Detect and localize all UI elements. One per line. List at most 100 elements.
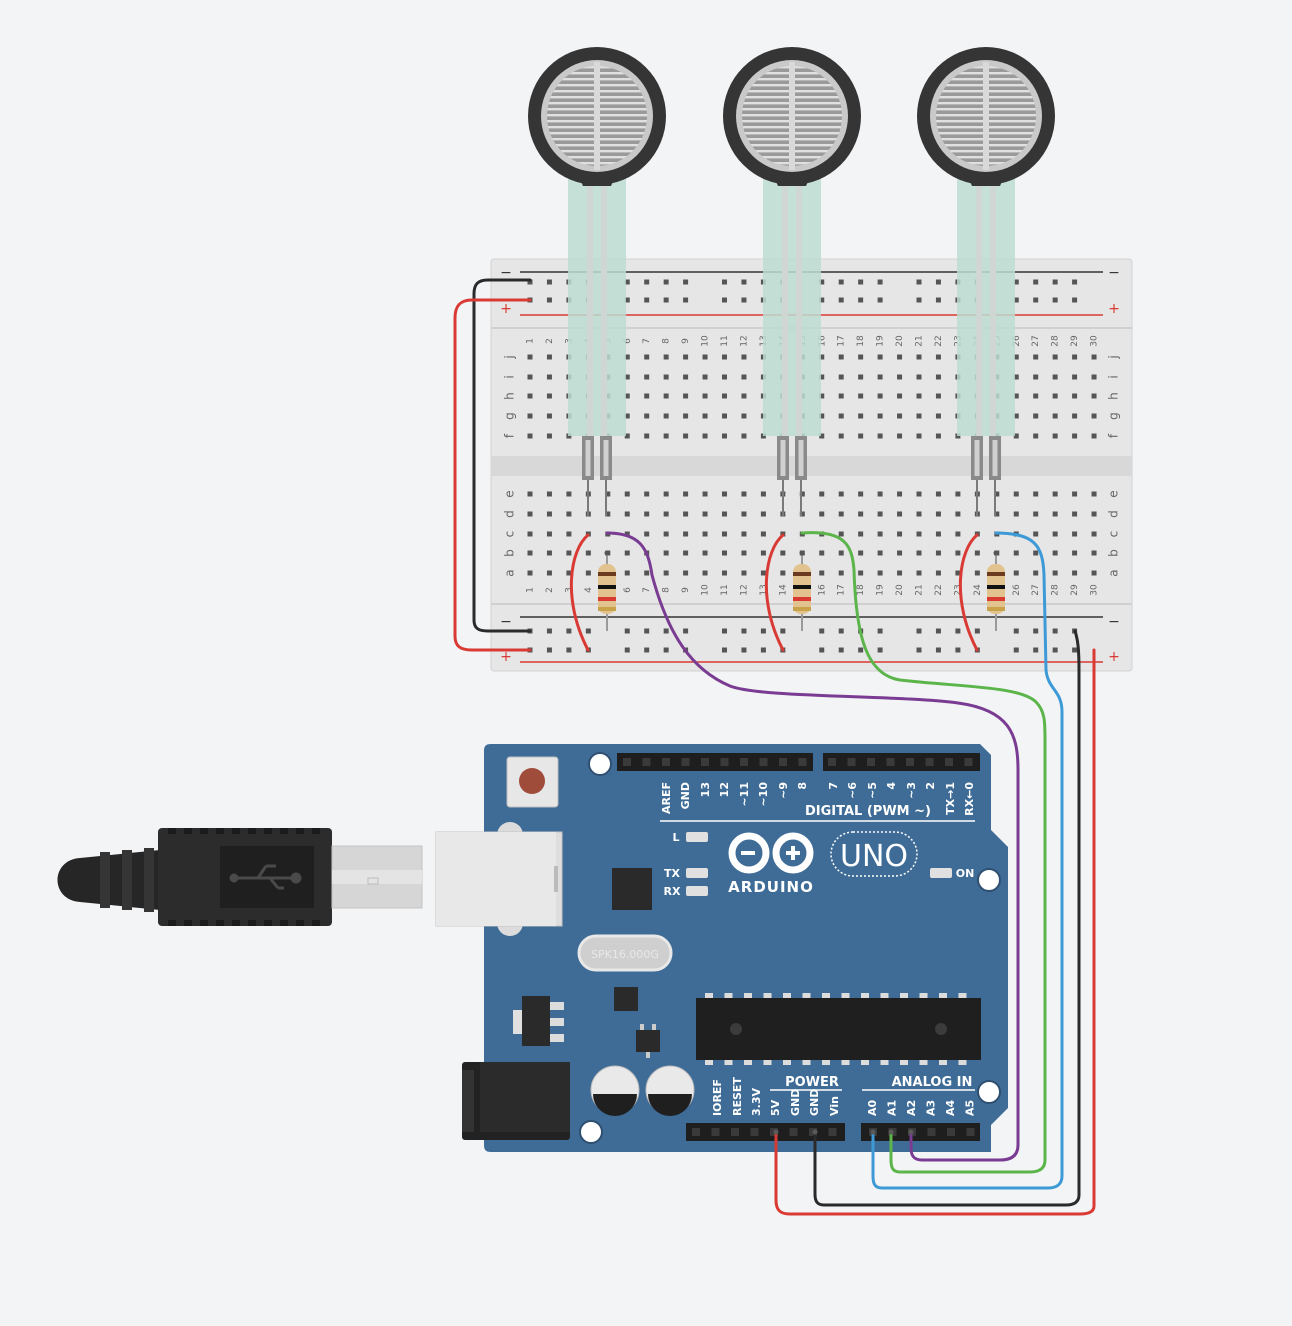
terminal-hole[interactable] <box>1013 433 1019 439</box>
header-socket[interactable] <box>750 1128 759 1136</box>
terminal-hole[interactable] <box>663 393 669 399</box>
terminal-hole[interactable] <box>624 433 630 439</box>
terminal-hole[interactable] <box>858 570 864 576</box>
terminal-hole[interactable] <box>1052 491 1058 497</box>
terminal-hole[interactable] <box>916 413 922 419</box>
rail-hole[interactable] <box>624 647 630 653</box>
terminal-hole[interactable] <box>955 491 961 497</box>
terminal-hole[interactable] <box>702 491 708 497</box>
header-socket[interactable] <box>927 1128 936 1136</box>
header-socket[interactable] <box>711 1128 720 1136</box>
terminal-hole[interactable] <box>741 531 747 537</box>
terminal-hole[interactable] <box>916 354 922 360</box>
terminal-hole[interactable] <box>663 491 669 497</box>
rail-hole[interactable] <box>1033 628 1039 634</box>
terminal-hole[interactable] <box>858 511 864 517</box>
terminal-hole[interactable] <box>819 354 825 360</box>
rail-hole[interactable] <box>663 647 669 653</box>
rail-hole[interactable] <box>1072 297 1078 303</box>
rail-hole[interactable] <box>760 628 766 634</box>
terminal-hole[interactable] <box>683 354 689 360</box>
rail-hole[interactable] <box>1072 647 1078 653</box>
rail-hole[interactable] <box>1013 647 1019 653</box>
terminal-hole[interactable] <box>566 570 572 576</box>
terminal-hole[interactable] <box>916 570 922 576</box>
rail-hole[interactable] <box>877 297 883 303</box>
terminal-hole[interactable] <box>877 531 883 537</box>
rail-hole[interactable] <box>624 628 630 634</box>
terminal-hole[interactable] <box>838 570 844 576</box>
terminal-hole[interactable] <box>644 491 650 497</box>
terminal-hole[interactable] <box>1033 413 1039 419</box>
terminal-hole[interactable] <box>1013 393 1019 399</box>
terminal-hole[interactable] <box>702 570 708 576</box>
terminal-hole[interactable] <box>935 531 941 537</box>
header-socket[interactable] <box>731 1128 739 1136</box>
terminal-hole[interactable] <box>1052 413 1058 419</box>
terminal-hole[interactable] <box>546 570 552 576</box>
rail-hole[interactable] <box>916 628 922 634</box>
terminal-hole[interactable] <box>838 511 844 517</box>
rail-hole[interactable] <box>566 628 572 634</box>
header-socket[interactable] <box>779 758 787 766</box>
terminal-hole[interactable] <box>644 393 650 399</box>
terminal-hole[interactable] <box>1091 393 1097 399</box>
terminal-hole[interactable] <box>527 433 533 439</box>
terminal-hole[interactable] <box>935 491 941 497</box>
terminal-hole[interactable] <box>1052 531 1058 537</box>
terminal-hole[interactable] <box>1072 413 1078 419</box>
terminal-hole[interactable] <box>819 374 825 380</box>
rail-hole[interactable] <box>683 628 689 634</box>
analog-header[interactable] <box>861 1123 980 1141</box>
header-socket[interactable] <box>828 1128 837 1136</box>
wire-black-rail-jumper[interactable] <box>472 278 532 633</box>
terminal-hole[interactable] <box>838 413 844 419</box>
terminal-hole[interactable] <box>897 374 903 380</box>
terminal-hole[interactable] <box>838 393 844 399</box>
rail-hole[interactable] <box>955 628 961 634</box>
terminal-hole[interactable] <box>819 393 825 399</box>
header-socket[interactable] <box>759 758 768 766</box>
rail-hole[interactable] <box>838 279 844 285</box>
rail-hole[interactable] <box>683 279 689 285</box>
digital-header[interactable] <box>617 753 980 771</box>
terminal-hole[interactable] <box>683 413 689 419</box>
terminal-hole[interactable] <box>1072 491 1078 497</box>
rail-hole[interactable] <box>1033 279 1039 285</box>
terminal-hole[interactable] <box>527 550 533 556</box>
terminal-hole[interactable] <box>935 354 941 360</box>
terminal-hole[interactable] <box>877 374 883 380</box>
rail-hole[interactable] <box>935 297 941 303</box>
terminal-hole[interactable] <box>644 374 650 380</box>
terminal-hole[interactable] <box>916 393 922 399</box>
terminal-hole[interactable] <box>897 433 903 439</box>
terminal-hole[interactable] <box>916 433 922 439</box>
terminal-hole[interactable] <box>916 511 922 517</box>
terminal-hole[interactable] <box>819 413 825 419</box>
rail-hole[interactable] <box>644 297 650 303</box>
rail-hole[interactable] <box>819 647 825 653</box>
power-header[interactable] <box>686 1123 845 1141</box>
rail-hole[interactable] <box>624 279 630 285</box>
terminal-hole[interactable] <box>760 550 766 556</box>
rail-hole[interactable] <box>722 279 727 285</box>
terminal-hole[interactable] <box>877 511 883 517</box>
force-sensitive-resistor[interactable] <box>723 47 861 516</box>
rail-hole[interactable] <box>858 297 864 303</box>
terminal-hole[interactable] <box>566 550 572 556</box>
header-socket[interactable] <box>720 758 729 766</box>
terminal-hole[interactable] <box>663 413 669 419</box>
terminal-hole[interactable] <box>858 531 864 537</box>
terminal-hole[interactable] <box>819 511 825 517</box>
terminal-hole[interactable] <box>1072 570 1078 576</box>
rail-hole[interactable] <box>877 647 883 653</box>
terminal-hole[interactable] <box>838 374 844 380</box>
terminal-hole[interactable] <box>605 511 611 517</box>
terminal-hole[interactable] <box>1033 433 1039 439</box>
terminal-hole[interactable] <box>1052 354 1058 360</box>
terminal-hole[interactable] <box>935 433 941 439</box>
rail-hole[interactable] <box>877 628 883 634</box>
terminal-hole[interactable] <box>1013 354 1019 360</box>
terminal-hole[interactable] <box>702 433 708 439</box>
wire-red-sensor1-power[interactable] <box>569 533 590 652</box>
